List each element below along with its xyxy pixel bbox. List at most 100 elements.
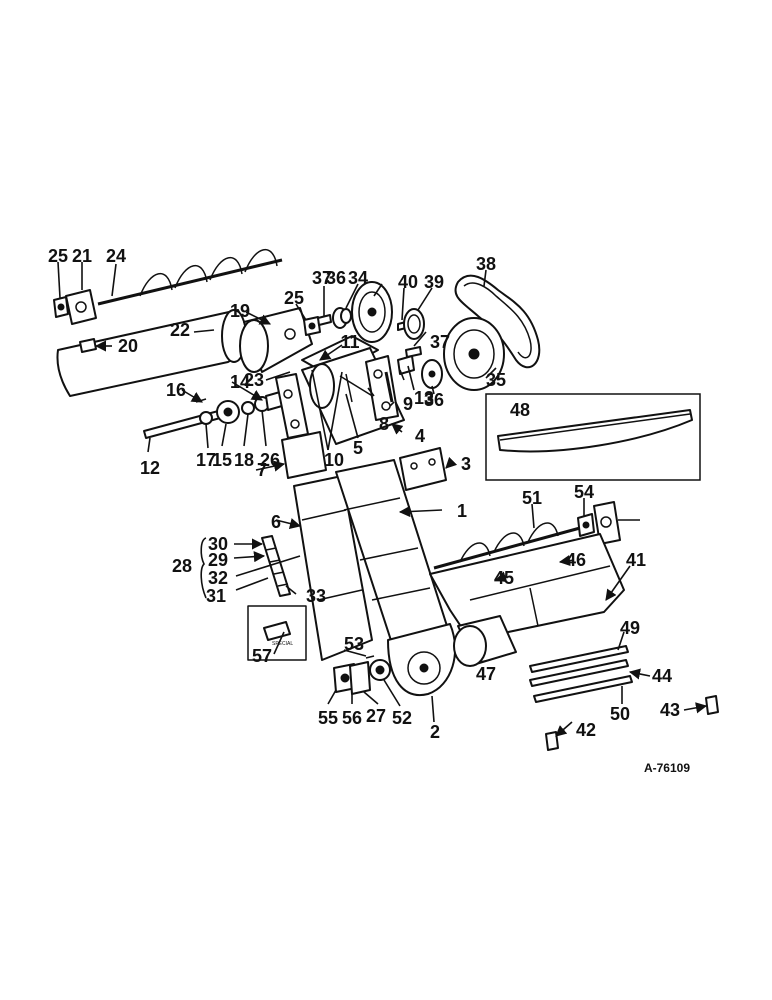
part-label: 25 — [284, 288, 304, 308]
part-label: 38 — [476, 254, 496, 274]
part-label: 15 — [212, 450, 232, 470]
bearing-55 — [577, 513, 595, 537]
drawing-number: A-76109 — [644, 761, 690, 775]
part-label: 47 — [476, 664, 496, 684]
pulley-35 — [443, 317, 505, 391]
part-label: 3 — [461, 454, 471, 474]
part-label: 25 — [48, 246, 68, 266]
part-label: 55 — [318, 708, 338, 728]
housing-47 — [453, 615, 517, 667]
shaft-12 — [143, 409, 225, 439]
sprocket-hub-parts — [195, 391, 283, 425]
part-label: 28 — [172, 556, 192, 576]
group-bracket-28 — [200, 537, 207, 599]
part-label: 46 — [566, 550, 586, 570]
elevator-tube-6 — [293, 475, 373, 661]
part-label: 35 — [486, 370, 506, 390]
part-label: 7 — [257, 460, 267, 480]
inset-box-48 — [485, 393, 701, 481]
part-label: 45 — [494, 568, 514, 588]
hub-36-top — [332, 307, 352, 329]
trough-48 — [497, 409, 693, 453]
part-label: 16 — [166, 380, 186, 400]
hub-36-bottom — [421, 359, 443, 389]
part-label: 33 — [306, 586, 326, 606]
part-label: 40 — [398, 272, 418, 292]
part-label: 37 — [430, 332, 450, 352]
clip-20 — [79, 338, 97, 353]
chain-28 — [261, 535, 291, 597]
part-label: 52 — [392, 708, 412, 728]
part-label: 34 — [348, 268, 368, 288]
part-label: 24 — [106, 246, 126, 266]
part-label: 12 — [140, 458, 160, 478]
housing-19 — [239, 307, 313, 373]
part-label: 22 — [170, 320, 190, 340]
part-label: 51 — [522, 488, 542, 508]
part-label: 39 — [424, 272, 444, 292]
part-label: 8 — [379, 414, 389, 434]
part-label: 53 — [344, 634, 364, 654]
part-label: 20 — [118, 336, 138, 356]
part-label: 2 — [430, 722, 440, 742]
part-label: 11 — [340, 332, 359, 352]
bracket-43 — [705, 695, 719, 715]
part-label: 37 — [312, 268, 332, 288]
side-plate-8 — [365, 355, 399, 421]
part-label: 43 — [660, 700, 680, 720]
part-label: 36 — [424, 390, 444, 410]
bearing-25-right — [303, 316, 321, 336]
part-label: 56 — [342, 708, 362, 728]
bearing-25-left — [53, 296, 69, 318]
bracket-42 — [545, 731, 559, 751]
bushing-37-top — [317, 314, 332, 326]
part-label: 41 — [626, 550, 646, 570]
auger-trough-22 — [56, 309, 247, 397]
part-label: 49 — [620, 618, 640, 638]
bars-49-44-50 — [529, 645, 633, 703]
part-label: 57 — [252, 646, 272, 666]
part-label: 31 — [206, 586, 226, 606]
part-label: 6 — [271, 512, 281, 532]
cover-3 — [399, 447, 447, 491]
part-label: 14 — [230, 372, 250, 392]
bearing-plate-21 — [65, 289, 97, 325]
leader-lines — [57, 261, 708, 737]
pulley-39 — [403, 308, 425, 340]
belt-38 — [454, 274, 541, 369]
bushing-37-right — [405, 346, 422, 358]
part-label: 48 — [510, 400, 530, 420]
part-label: 32 — [208, 568, 228, 588]
side-plate-23 — [275, 373, 309, 439]
pulley-34 — [351, 281, 393, 343]
part-label: 5 — [353, 438, 363, 458]
part-label: 18 — [234, 450, 254, 470]
part-label: 36 — [326, 268, 346, 288]
special-note: SPECIAL — [272, 641, 293, 647]
part-label: 1 — [457, 501, 467, 521]
part-label: 23 — [244, 370, 264, 390]
part-label: 50 — [610, 704, 630, 724]
part-label: 27 — [366, 706, 386, 726]
part-label: 21 — [72, 246, 92, 266]
cover-7 — [281, 431, 327, 479]
sprocket-group-bottom — [333, 655, 391, 695]
part-label: 13 — [414, 388, 434, 408]
part-label: 44 — [652, 666, 672, 686]
hopper-41 — [429, 533, 625, 641]
part-label: 4 — [415, 426, 425, 446]
part-label: 9 — [403, 394, 413, 414]
part-label: 26 — [260, 450, 280, 470]
part-label: 29 — [208, 550, 228, 570]
special-box-58: SPECIAL — [247, 605, 307, 661]
part-label: 30 — [208, 534, 228, 554]
auger-flighting-24 — [97, 248, 283, 306]
part-label: 54 — [574, 482, 594, 502]
auger-flighting-51 — [433, 522, 581, 570]
part-label: 42 — [576, 720, 596, 740]
part-label: 19 — [230, 301, 250, 321]
part-label: 10 — [324, 450, 344, 470]
part-label: 17 — [196, 450, 216, 470]
